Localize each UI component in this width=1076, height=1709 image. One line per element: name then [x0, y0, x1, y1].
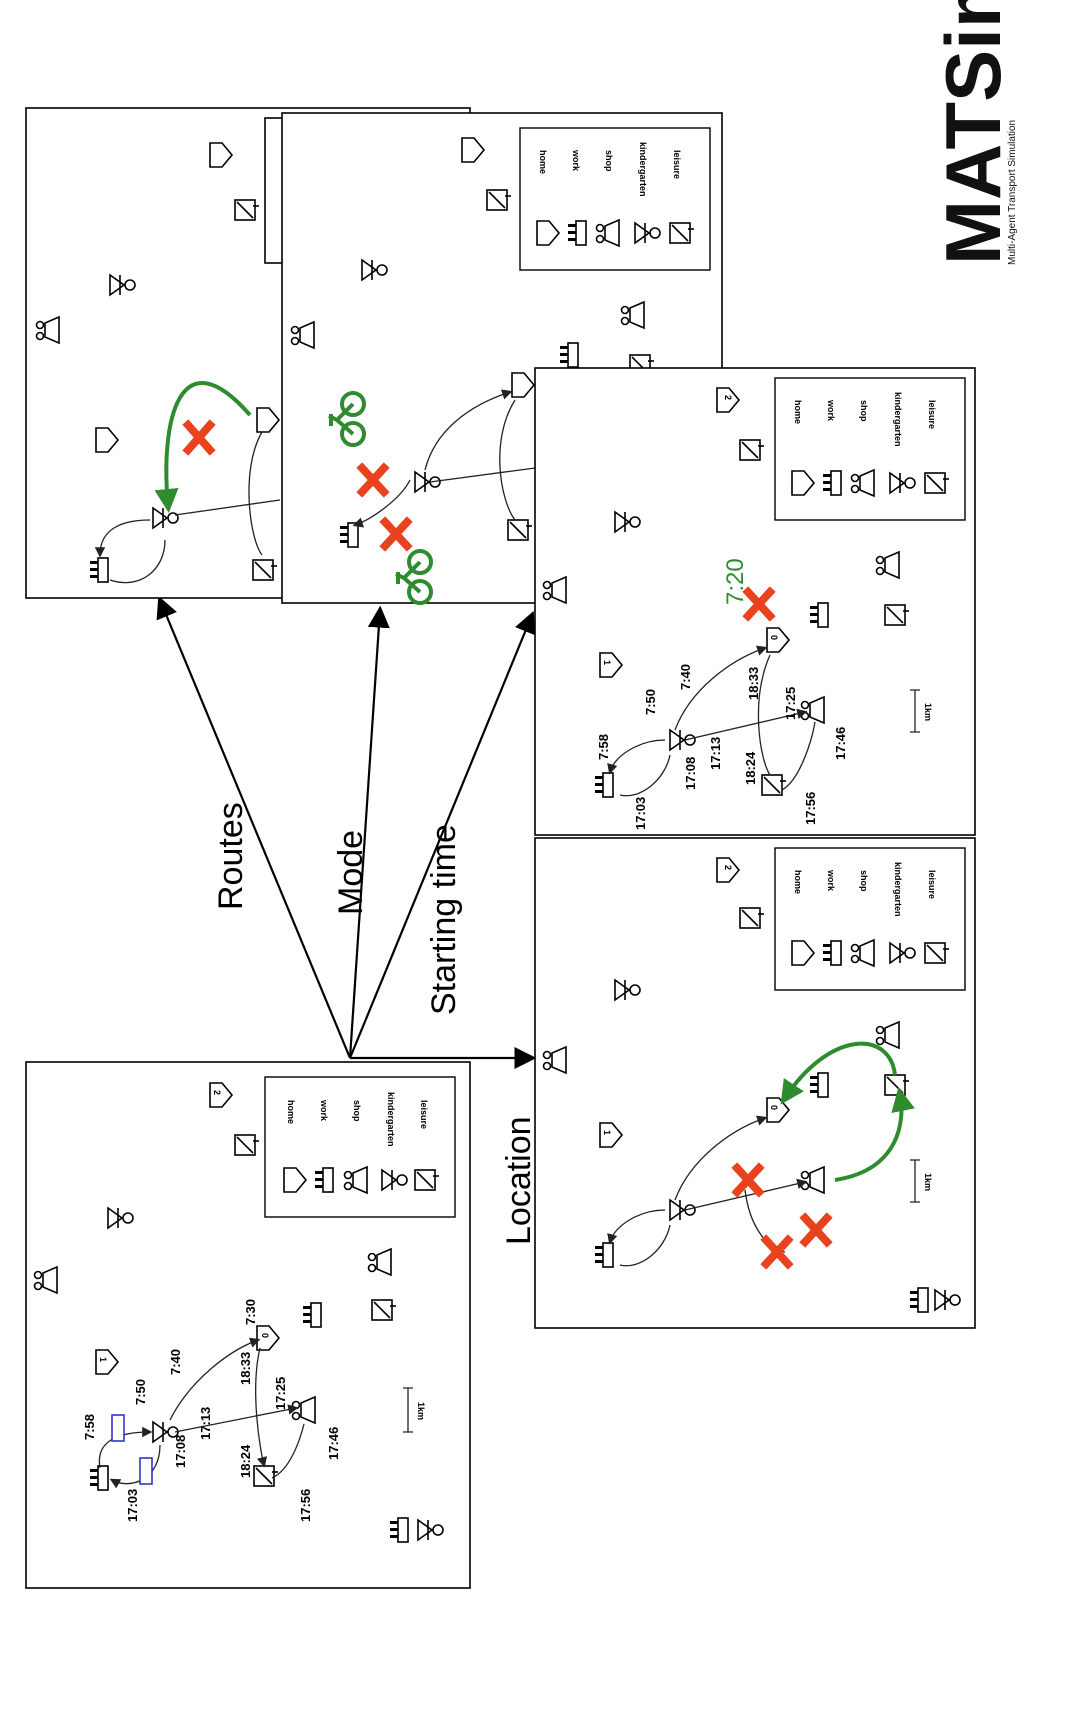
arrow-label-location: Location — [500, 1116, 538, 1245]
node-label-0: 0 — [260, 1333, 270, 1338]
routes-cross — [182, 419, 216, 456]
st-time-1725: 17:25 — [783, 687, 798, 720]
mode-legend-leisure: leisure — [672, 150, 682, 179]
time-legend-shop: shop — [859, 400, 869, 422]
logo-text: MATSim — [929, 0, 1017, 265]
loc-node-label-1: 1 — [602, 1130, 612, 1135]
st-time-758: 7:58 — [596, 734, 611, 760]
st-time-1824: 18:24 — [743, 751, 758, 785]
mode-legend: home work shop kindergarten leisure — [519, 127, 711, 271]
replanning-arrows: Routes Mode Starting time Location — [156, 595, 538, 1245]
legend-home: home — [286, 1100, 296, 1124]
base-plan-panel: home work shop kindergarten leisure — [25, 1061, 471, 1589]
st-time-750: 7:50 — [643, 689, 658, 715]
loc-node-label-0: 0 — [769, 1105, 779, 1110]
logo-tagline: Multi-Agent Transport Simulation — [1007, 120, 1018, 265]
location-cross — [731, 1162, 765, 1198]
st-time-1756: 17:56 — [803, 792, 818, 825]
arrow-label-routes: Routes — [212, 802, 250, 910]
location-panel: home work shop kindergarten leisure — [534, 837, 976, 1329]
mode-legend-kindergarten: kindergarten — [638, 142, 648, 197]
time-730: 7:30 — [243, 1299, 258, 1325]
base-scale-label: 1km — [416, 1402, 426, 1420]
time-cross — [742, 586, 776, 622]
location-cross — [760, 1234, 794, 1270]
legend-work: work — [319, 1099, 329, 1122]
mode-legend-work: work — [571, 149, 581, 172]
time-740: 7:40 — [168, 1349, 183, 1375]
mode-cross — [379, 516, 413, 552]
loc-legend-shop: shop — [859, 870, 869, 892]
st-time-740: 7:40 — [678, 664, 693, 690]
time-legend-leisure: leisure — [927, 400, 937, 429]
time-758: 7:58 — [82, 1414, 97, 1440]
loc-legend-kindergarten: kindergarten — [893, 862, 903, 917]
time-legend-work: work — [826, 399, 836, 422]
time-node-label-2: 2 — [723, 395, 733, 400]
starting-time-panel: home work shop kindergarten leisure 7:20… — [534, 367, 976, 836]
legend-kindergarten: kindergarten — [386, 1092, 396, 1147]
time-1824: 18:24 — [238, 1444, 253, 1478]
time-1833: 18:33 — [238, 1352, 253, 1385]
base-legend: home work shop kindergarten leisure — [264, 1076, 456, 1218]
time-1713: 17:13 — [198, 1407, 213, 1440]
loc-legend-home: home — [793, 870, 803, 894]
st-time-1833: 18:33 — [746, 667, 761, 700]
location-cross — [799, 1212, 833, 1248]
time-legend: home work shop kindergarten leisure — [774, 377, 966, 521]
legend-shop: shop — [352, 1100, 362, 1122]
matsim-logo: MATSim Multi-Agent Transport Simulation — [929, 0, 1018, 265]
node-label-1: 1 — [98, 1357, 108, 1362]
arrow-label-mode: Mode — [332, 830, 370, 915]
time-node-label-0: 0 — [769, 635, 779, 640]
loc-scale-label: 1km — [923, 1173, 933, 1191]
time-750: 7:50 — [133, 1379, 148, 1405]
loc-legend-leisure: leisure — [927, 870, 937, 899]
bike-icon — [328, 391, 366, 447]
mode-cross — [356, 462, 390, 498]
time-1756: 17:56 — [298, 1489, 313, 1522]
st-time-1746: 17:46 — [833, 727, 848, 760]
time-legend-home: home — [793, 400, 803, 424]
mode-legend-shop: shop — [604, 150, 614, 172]
time-1708: 17:08 — [173, 1435, 188, 1468]
time-1703: 17:03 — [125, 1489, 140, 1522]
time-1725: 17:25 — [273, 1377, 288, 1410]
bike-icon — [395, 549, 433, 605]
time-node-label-1: 1 — [602, 660, 612, 665]
legend-leisure: leisure — [419, 1100, 429, 1129]
loc-node-label-2: 2 — [723, 865, 733, 870]
new-time-720: 7:20 — [722, 558, 749, 605]
st-time-1703: 17:03 — [633, 797, 648, 830]
time-legend-kindergarten: kindergarten — [893, 392, 903, 447]
arrow-label-starting-time: Starting time — [425, 824, 463, 1015]
st-time-1713: 17:13 — [708, 737, 723, 770]
node-label-2: 2 — [212, 1090, 222, 1095]
time-1746: 17:46 — [326, 1427, 341, 1460]
time-scale-label: 1km — [923, 703, 933, 721]
location-legend: home work shop kindergarten leisure — [774, 847, 966, 991]
loc-legend-work: work — [826, 869, 836, 892]
st-time-1708: 17:08 — [683, 757, 698, 790]
mode-legend-home: home — [538, 150, 548, 174]
